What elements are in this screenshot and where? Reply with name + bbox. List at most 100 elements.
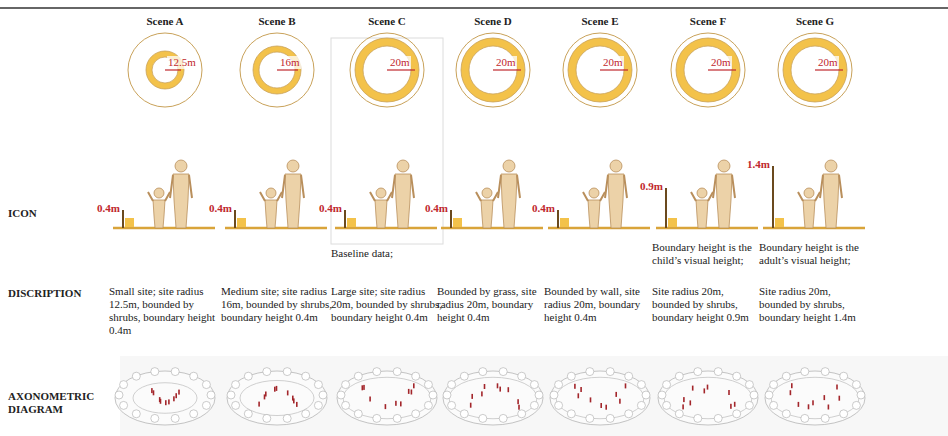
column-header: Scene C	[332, 15, 442, 28]
description-text: Bounded by wall, site radius 20m, bounda…	[544, 285, 656, 324]
shrub-block	[668, 218, 677, 227]
boundary-circle	[671, 33, 745, 107]
axonometric-sketch	[227, 368, 327, 425]
column-header: Scene D	[438, 15, 548, 28]
description-text: Site radius 20m, bounded by shrubs, boun…	[759, 285, 871, 324]
ground-line	[656, 227, 758, 230]
boundary-bar	[344, 210, 346, 228]
height-label: 1.4m	[747, 158, 770, 171]
adult-figure	[392, 160, 414, 228]
adult-figure	[605, 160, 627, 228]
child-figure	[260, 188, 282, 228]
radius-label: 20m	[602, 56, 624, 69]
axonometric-sketch	[550, 368, 650, 425]
boundary-bar	[665, 188, 667, 228]
diagram-band	[120, 356, 948, 436]
ground-line	[763, 227, 865, 230]
adult-figure	[282, 160, 304, 228]
row-header: DISCRIPTION	[8, 287, 108, 300]
child-figure	[476, 188, 498, 228]
ring-edge	[568, 38, 632, 102]
adult-figure	[498, 160, 520, 228]
ground-line	[335, 227, 437, 230]
radius-label: 20m	[495, 56, 517, 69]
boundary-bar	[450, 210, 452, 228]
height-label: 0.4m	[425, 202, 448, 215]
shrub-block	[560, 218, 569, 227]
axonometric-sketch	[658, 368, 758, 425]
column-header: Scene B	[222, 15, 332, 28]
radius-line	[708, 69, 736, 70]
radius-line	[165, 69, 181, 70]
site-ring	[787, 42, 843, 98]
adult-figure	[713, 160, 735, 228]
ring-edge	[355, 38, 419, 102]
ground-line	[225, 227, 327, 230]
ring-edge	[783, 38, 847, 102]
radius-label: 20m	[817, 56, 839, 69]
boundary-bar	[772, 166, 774, 228]
child-figure	[798, 188, 820, 228]
description-text: Site radius 20m, bounded by shrubs, boun…	[652, 285, 764, 324]
boundary-circle	[563, 33, 637, 107]
adult-figure	[820, 160, 842, 228]
height-label: 0.4m	[209, 202, 232, 215]
height-label: 0.4m	[97, 202, 120, 215]
ring-edge	[253, 46, 301, 94]
description-text: Bounded by grass, site radius 20m, bound…	[437, 285, 549, 324]
radius-line	[387, 69, 415, 70]
row-header: ICON	[8, 207, 108, 220]
adult-figure	[170, 160, 192, 228]
site-ring	[680, 42, 736, 98]
site-ring	[572, 42, 628, 98]
radius-line	[815, 69, 843, 70]
shrub-block	[125, 218, 134, 227]
height-label: 0.4m	[319, 202, 342, 215]
boundary-circle	[128, 33, 202, 107]
height-label: 0.9m	[640, 180, 663, 193]
ring-edge	[676, 38, 740, 102]
note-text: Baseline data;	[331, 247, 443, 260]
child-figure	[370, 188, 392, 228]
table-rule	[0, 7, 948, 9]
description-text: Large site; site radius 20m, bounded by …	[331, 285, 443, 324]
child-figure	[691, 188, 713, 228]
radius-label: 16m	[279, 56, 301, 69]
ring-edge	[461, 38, 525, 102]
child-figure	[583, 188, 605, 228]
column-header: Scene A	[110, 15, 220, 28]
shrub-block	[237, 218, 246, 227]
height-label: 0.4m	[532, 202, 555, 215]
axonometric-sketch	[337, 368, 437, 425]
radius-label: 12.5m	[167, 56, 197, 69]
column-header: Scene E	[545, 15, 655, 28]
site-ring	[465, 42, 521, 98]
boundary-bar	[122, 210, 124, 228]
boundary-circle	[456, 33, 530, 107]
ground-line	[548, 227, 650, 230]
note-text: Boundary height is the adult’s visual he…	[759, 241, 871, 267]
boundary-circle	[240, 33, 314, 107]
child-figure	[148, 188, 170, 228]
description-text: Medium site; site radius 16m, bounded by…	[221, 285, 333, 324]
ground-line	[113, 227, 215, 230]
row-header: AXONOMETRIC DIAGRAM	[8, 390, 103, 416]
column-header: Scene G	[760, 15, 870, 28]
shrub-block	[347, 218, 356, 227]
description-text: Small site; site radius 12.5m, bounded b…	[109, 285, 221, 337]
radius-line	[600, 69, 628, 70]
boundary-bar	[557, 210, 559, 228]
radius-label: 20m	[389, 56, 411, 69]
axonometric-sketch	[765, 368, 865, 425]
radius-line	[493, 69, 521, 70]
shrub-block	[775, 218, 784, 227]
axonometric-sketch	[443, 368, 543, 425]
axonometric-sketch	[115, 368, 215, 425]
ground-line	[441, 227, 543, 230]
boundary-circle	[350, 33, 424, 107]
boundary-circle	[778, 33, 852, 107]
note-text: Boundary height is the child’s visual he…	[652, 241, 764, 267]
radius-label: 20m	[710, 56, 732, 69]
